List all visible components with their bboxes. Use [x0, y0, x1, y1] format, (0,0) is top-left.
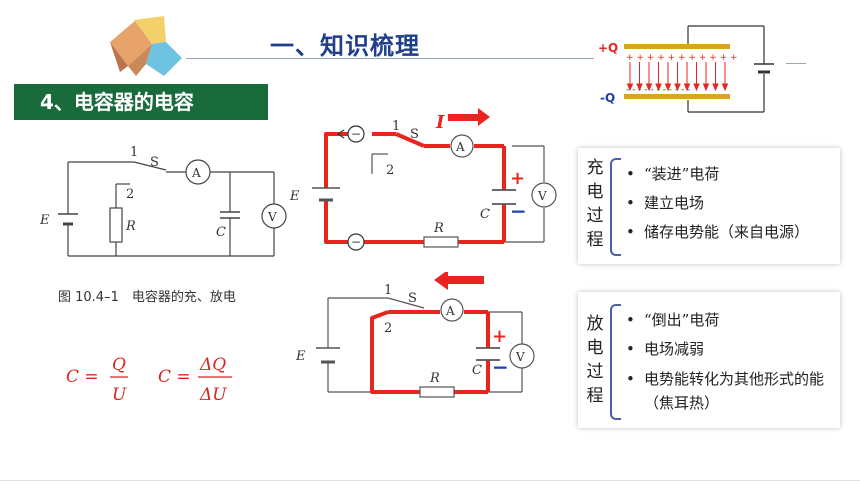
electron-bottom-icon: − — [351, 235, 361, 249]
charge-ammeter-icon: A — [455, 140, 465, 154]
voltmeter-icon: V — [267, 210, 277, 224]
charge-switch-label: S — [410, 127, 419, 142]
discharge-voltmeter-icon: V — [515, 350, 525, 364]
list-item: 建立电场 — [624, 189, 809, 218]
capacitance-formulas: C = Q U C = ΔQ ΔU — [66, 355, 232, 405]
discharge-plus-sign: + — [492, 326, 507, 347]
charging-title: 充 电 过 程 — [586, 158, 604, 250]
plate-minus-signs: - - - - - - - - - - - — [626, 85, 690, 95]
footer-divider — [0, 480, 860, 481]
charge-switch-pos1-label: 1 — [392, 119, 400, 134]
switch-pos2-label: 2 — [126, 187, 134, 202]
battery-label: E — [39, 213, 50, 228]
formula2-denominator: ΔU — [199, 385, 227, 405]
charge-switch-pos2-label: 2 — [386, 163, 394, 178]
discharge-capacitor-label: C — [472, 363, 482, 378]
formula2-lhs: C = — [158, 367, 191, 387]
field-arrowhead — [712, 83, 719, 92]
discharging-items: “倒出”电荷 电场减弱 电势能转化为其他形式的能（焦耳热） — [624, 306, 830, 415]
field-arrowhead — [655, 83, 662, 92]
field-arrowhead — [693, 83, 700, 92]
plate-plus-signs: + + + + + + + + + + + — [626, 53, 738, 63]
resistor-label: R — [125, 219, 136, 234]
plus-q-label: +Q — [598, 41, 618, 55]
discharging-circuit-diagram: 1 S 2 A V E R C + − — [295, 272, 535, 398]
current-label: I — [435, 112, 445, 133]
field-arrowhead — [721, 83, 729, 92]
list-item: 电场减弱 — [624, 335, 830, 364]
discharge-switch-pos2-label: 2 — [384, 321, 392, 336]
parallel-plate-capacitor-diagram: +Q -Q + + + + + + + + + + + - - - - - - … — [594, 16, 784, 122]
field-arrowhead — [674, 83, 681, 92]
figure-caption: 图 10.4–1 电容器的充、放电 — [58, 290, 236, 305]
discharging-brace — [610, 304, 621, 420]
charge-battery-label: E — [289, 189, 300, 204]
field-arrowhead — [702, 83, 710, 92]
list-item: “倒出”电荷 — [624, 306, 830, 335]
circuit-diagram-textbook: 1 S 2 A V E R C — [39, 145, 287, 257]
discharging-title: 放 电 过 程 — [586, 314, 604, 406]
field-arrowhead — [683, 83, 691, 92]
discharge-switch-pos1-label: 1 — [384, 283, 392, 298]
field-arrowhead — [664, 83, 672, 92]
formula1-denominator: U — [112, 385, 127, 405]
discharge-switch-label: S — [408, 291, 417, 306]
charge-capacitor-label: C — [480, 207, 490, 222]
discharge-battery-label: E — [295, 349, 306, 364]
formula1-numerator: Q — [112, 355, 126, 375]
discharge-minus-sign: − — [492, 355, 509, 379]
charge-resistor-label: R — [433, 221, 444, 236]
switch-pos1-label: 1 — [130, 145, 138, 160]
field-arrowhead — [626, 83, 634, 92]
header-divider-right — [786, 63, 806, 64]
switch-label: S — [150, 155, 159, 170]
formula2-numerator: ΔQ — [199, 355, 226, 375]
field-arrowhead — [636, 83, 643, 92]
list-item: 电势能转化为其他形式的能（焦耳热） — [624, 364, 830, 415]
discharge-resistor-label: R — [429, 371, 440, 386]
charging-circuit-diagram: I 1 S 2 A V E R C + − − − — [289, 108, 557, 251]
minus-q-label: -Q — [600, 91, 615, 105]
charging-items: “装进”电荷 建立电场 储存电势能（来自电源） — [624, 160, 809, 247]
logo-graphic — [110, 16, 182, 76]
list-item: “装进”电荷 — [624, 160, 809, 189]
charge-minus-sign: − — [510, 199, 527, 223]
capacitor-label: C — [216, 225, 226, 240]
formula1-lhs: C = — [66, 367, 99, 387]
charging-brace — [610, 158, 621, 256]
charging-process-box: 充 电 过 程 “装进”电荷 建立电场 储存电势能（来自电源） — [578, 148, 840, 264]
header-divider — [186, 58, 596, 59]
section-badge: 4、电容器的电容 — [14, 84, 268, 120]
ammeter-icon: A — [191, 166, 201, 180]
charge-voltmeter-icon: V — [537, 189, 547, 203]
discharging-process-box: 放 电 过 程 “倒出”电荷 电场减弱 电势能转化为其他形式的能（焦耳热） — [578, 292, 840, 428]
charge-plus-sign: + — [510, 168, 525, 189]
discharge-ammeter-icon: A — [445, 304, 455, 318]
list-item: 储存电势能（来自电源） — [624, 218, 809, 247]
electron-top-icon: − — [351, 127, 361, 141]
field-arrowhead — [645, 83, 653, 92]
page-title: 一、知识梳理 — [270, 32, 420, 60]
